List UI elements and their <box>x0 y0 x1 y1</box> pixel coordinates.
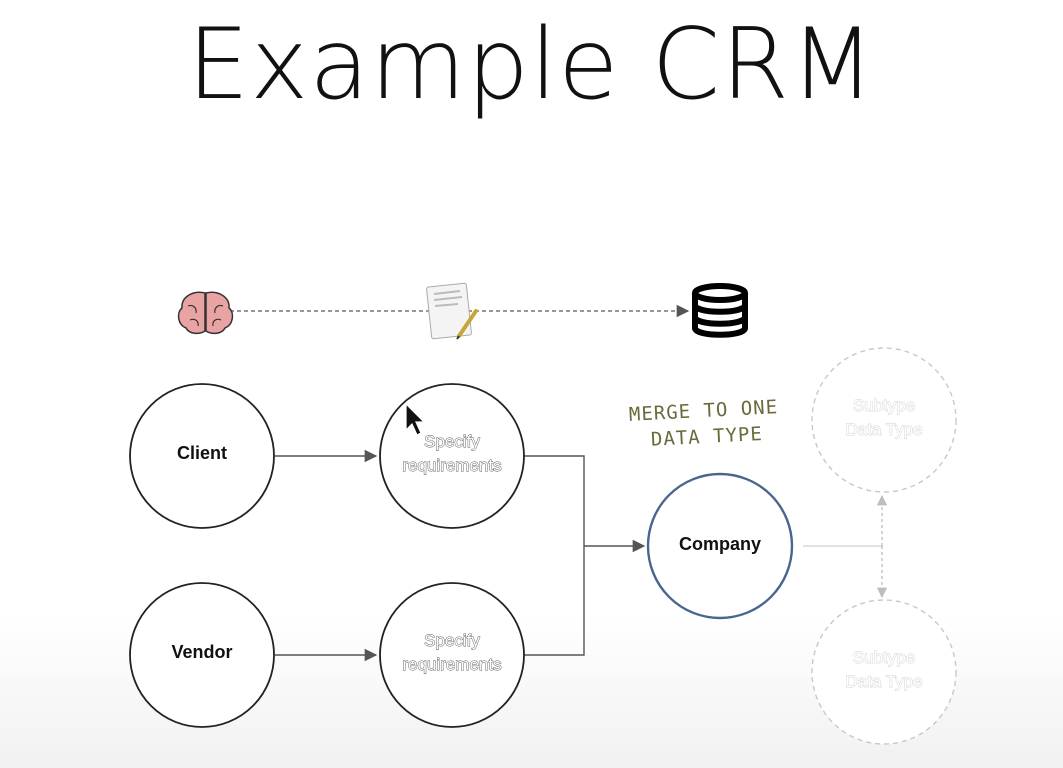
node-company-label: Company <box>679 534 761 554</box>
node-subtype-bottom-line1: Subtype <box>853 648 915 667</box>
merge-note-line1: MERGE TO ONE <box>628 396 778 426</box>
node-specify-top[interactable]: Specify requirements <box>379 383 525 529</box>
node-specify-top-line2: requirements <box>402 456 501 475</box>
node-specify-bottom[interactable]: Specify requirements <box>379 582 525 728</box>
node-vendor-label: Vendor <box>171 642 232 662</box>
node-subtype-bottom[interactable]: Subtype Data Type <box>811 599 957 745</box>
node-specify-bottom-line2: requirements <box>402 655 501 674</box>
node-subtype-bottom-line2: Data Type <box>845 672 922 691</box>
merge-note-line2: DATA TYPE <box>650 423 763 451</box>
page-title: Example CRM <box>187 8 876 122</box>
node-subtype-top-line1: Subtype <box>853 396 915 415</box>
brain-icon <box>177 291 234 335</box>
database-icon <box>692 283 748 338</box>
node-client-label: Client <box>177 443 227 463</box>
document-pen-icon <box>426 282 478 340</box>
node-client[interactable]: Client <box>129 383 275 529</box>
node-specify-bottom-line1: Specify <box>424 631 480 650</box>
mouse-cursor-icon <box>405 402 426 436</box>
node-vendor[interactable]: Vendor <box>129 582 275 728</box>
merge-note: MERGE TO ONE DATA TYPE <box>628 396 778 451</box>
node-specify-top-line1: Specify <box>424 432 480 451</box>
edge-specify-top-merge <box>524 455 585 546</box>
node-subtype-top-line2: Data Type <box>845 420 922 439</box>
edge-specify-bottom-merge <box>524 546 585 656</box>
node-subtype-top[interactable]: Subtype Data Type <box>811 347 957 493</box>
node-company[interactable]: Company <box>646 472 794 620</box>
